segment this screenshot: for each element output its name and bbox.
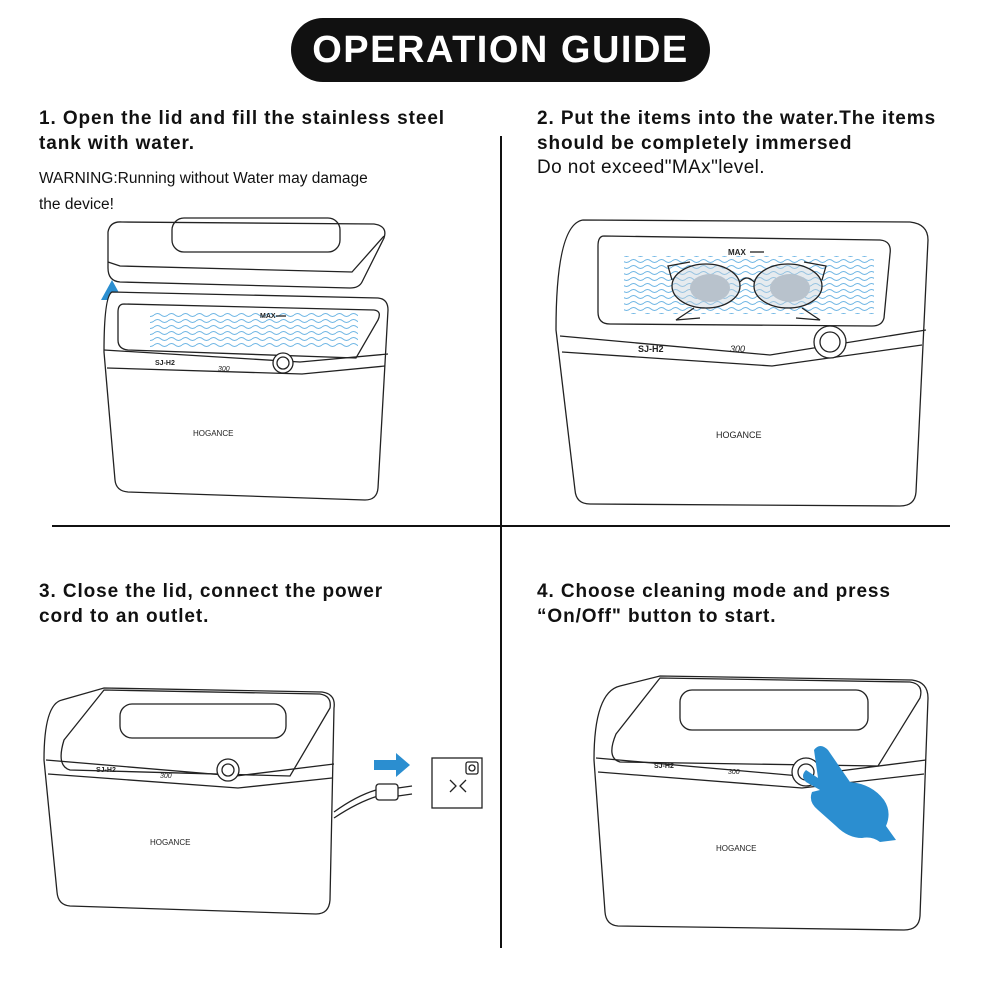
- step-2-illustration: MAX SJ-H2 300 HOGANCE: [555, 219, 929, 507]
- step-3-title-line1: 3. Close the lid, connect the power: [39, 581, 383, 602]
- step-3-illustration: SJ-H2 300 HOGANCE: [43, 687, 483, 915]
- power-knob: [272, 352, 294, 374]
- step-2-title: 2. Put the items into the water.The item…: [537, 106, 936, 156]
- step-1-warning-line2: the device!: [39, 196, 114, 213]
- tank: [117, 303, 380, 359]
- step-1-title: 1. Open the lid and fill the stainless s…: [39, 106, 445, 156]
- step-4-title-line2: “On/Off" button to start.: [537, 606, 777, 627]
- device-lid: [611, 677, 922, 767]
- display-readout: 300: [160, 773, 172, 780]
- display-readout: 300: [728, 769, 740, 776]
- water: [624, 256, 874, 314]
- model-label: SJ-H2: [638, 344, 664, 354]
- model-label: SJ-H2: [654, 763, 674, 770]
- horizontal-divider: [52, 525, 950, 527]
- step-1-illustration: MAX SJ-H2 300 HOGANCE: [101, 217, 389, 501]
- water: [150, 312, 358, 348]
- step-4-title-line1: 4. Choose cleaning mode and press: [537, 581, 891, 602]
- step-1-title-line1: 1. Open the lid and fill the stainless s…: [39, 108, 445, 129]
- step-3-title: 3. Close the lid, connect the power cord…: [39, 579, 383, 629]
- step-4-illustration: SJ-H2 300 HOGANCE: [593, 675, 929, 931]
- brand-label: HOGANCE: [716, 430, 762, 440]
- model-label: SJ-H2: [155, 360, 175, 367]
- step-3-title-line2: cord to an outlet.: [39, 606, 210, 627]
- max-label: MAX: [728, 248, 746, 257]
- hand-icon: [803, 746, 896, 842]
- device-lid: [60, 689, 331, 777]
- device-lid: [107, 221, 386, 289]
- tank: [597, 235, 891, 327]
- model-label: SJ-H2: [96, 767, 116, 774]
- power-cord: [333, 789, 377, 813]
- right-arrow-icon: [374, 753, 410, 777]
- power-knob: [216, 758, 240, 782]
- brand-label: HOGANCE: [150, 838, 190, 847]
- glasses-icon: [667, 261, 827, 321]
- step-4-title: 4. Choose cleaning mode and press “On/Of…: [537, 579, 891, 629]
- step-2-title-line1: 2. Put the items into the water.The item…: [537, 108, 937, 129]
- page-title: OPERATION GUIDE: [291, 18, 710, 82]
- brand-label: HOGANCE: [193, 429, 233, 438]
- step-2-title-line2: should be completely immersed: [537, 133, 853, 154]
- max-label: MAX: [260, 313, 276, 320]
- display-readout: 300: [218, 366, 230, 373]
- vertical-divider: [500, 136, 502, 948]
- display-readout: 300: [730, 344, 745, 354]
- power-knob: [813, 325, 847, 359]
- step-1-warning-line1: WARNING:Running without Water may damage: [39, 170, 368, 187]
- brand-label: HOGANCE: [716, 844, 756, 853]
- power-outlet-icon: [431, 757, 483, 809]
- plug-icon: [375, 783, 413, 801]
- step-1-warning: WARNING:Running without Water may damage…: [39, 166, 459, 218]
- step-1-title-line2: tank with water.: [39, 133, 195, 154]
- step-2-subtitle: Do not exceed"MAx"level.: [537, 157, 765, 178]
